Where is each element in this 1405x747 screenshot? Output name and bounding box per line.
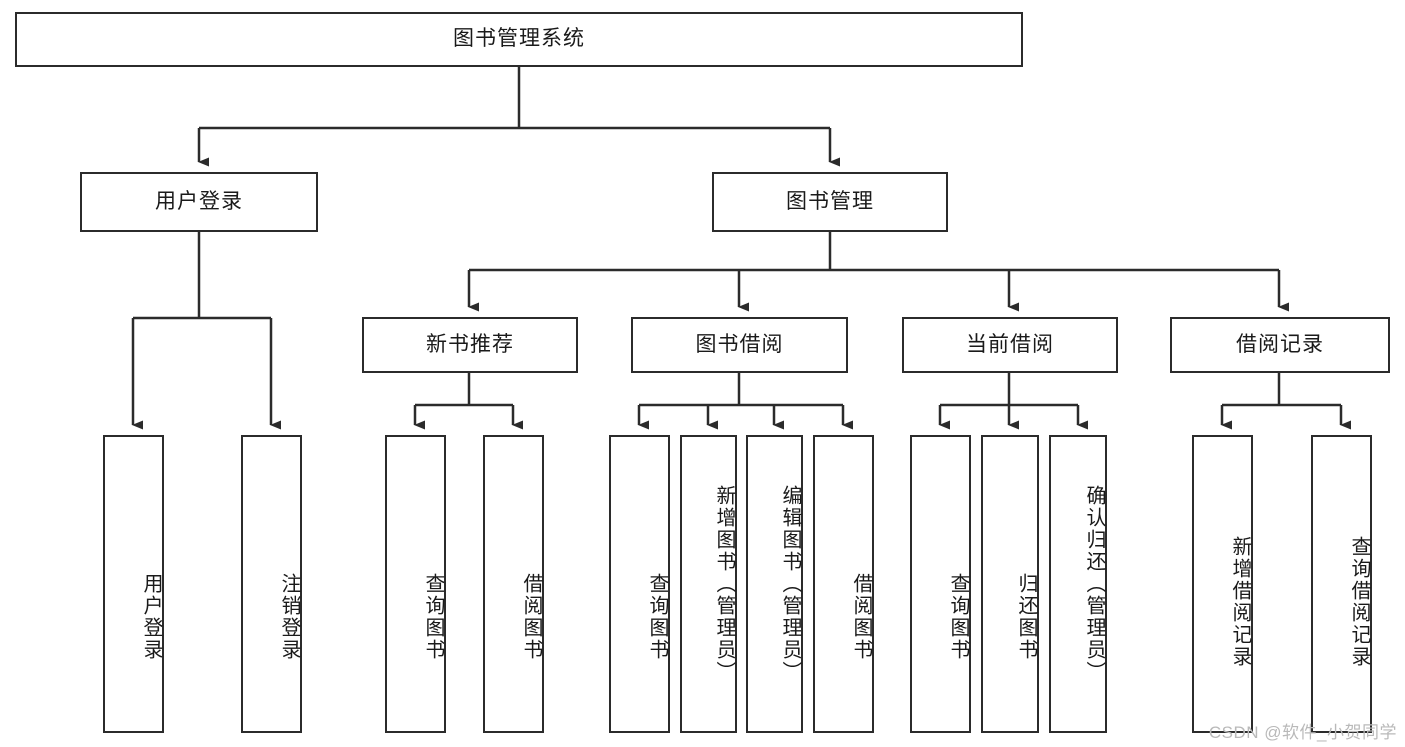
node-label: 注销登录 [278,573,300,661]
node-label: 用户登录 [155,189,243,213]
leaf-add-book-admin[interactable]: 新增图书（管理员） [680,435,737,733]
node-book-management[interactable]: 图书管理 [712,172,948,232]
node-label: 借阅图书 [850,573,872,661]
node-user-login[interactable]: 用户登录 [80,172,318,232]
leaf-return-book[interactable]: 归还图书 [981,435,1039,733]
node-label: 编辑图书（管理员） [779,485,801,683]
node-label: 归还图书 [1015,573,1037,661]
node-book-borrow[interactable]: 图书借阅 [631,317,848,373]
node-label: 图书管理 [786,189,874,213]
leaf-query-book-borrow[interactable]: 查询图书 [609,435,670,733]
leaf-query-book-recommend[interactable]: 查询图书 [385,435,446,733]
node-label: 借阅图书 [520,573,542,661]
node-book-management-system[interactable]: 图书管理系统 [15,12,1023,67]
leaf-borrow-book[interactable]: 借阅图书 [813,435,874,733]
node-borrow-record[interactable]: 借阅记录 [1170,317,1390,373]
node-label: 借阅记录 [1236,332,1324,356]
node-label: 查询图书 [947,573,969,661]
node-label: 确认归还（管理员） [1083,485,1105,683]
leaf-query-borrow-record[interactable]: 查询借阅记录 [1311,435,1372,733]
node-label: 查询图书 [422,573,444,661]
leaf-query-book-current[interactable]: 查询图书 [910,435,971,733]
node-label: 当前借阅 [966,332,1054,356]
node-current-borrow[interactable]: 当前借阅 [902,317,1118,373]
node-label: 查询借阅记录 [1348,536,1370,668]
leaf-confirm-return-admin[interactable]: 确认归还（管理员） [1049,435,1107,733]
node-label: 图书管理系统 [453,27,585,51]
leaf-edit-book-admin[interactable]: 编辑图书（管理员） [746,435,803,733]
node-new-book-recommend[interactable]: 新书推荐 [362,317,578,373]
leaf-add-borrow-record[interactable]: 新增借阅记录 [1192,435,1253,733]
node-label: 图书借阅 [695,332,784,356]
node-label: 新增借阅记录 [1229,536,1251,668]
leaf-borrow-book-recommend[interactable]: 借阅图书 [483,435,544,733]
leaf-logout[interactable]: 注销登录 [241,435,302,733]
node-label: 新增图书（管理员） [713,485,735,683]
node-label: 查询图书 [646,573,668,661]
csdn-watermark: CSDN @软件_小贺同学 [1208,723,1397,742]
node-label: 新书推荐 [426,332,514,356]
node-label: 用户登录 [140,573,162,661]
leaf-user-login[interactable]: 用户登录 [103,435,164,733]
